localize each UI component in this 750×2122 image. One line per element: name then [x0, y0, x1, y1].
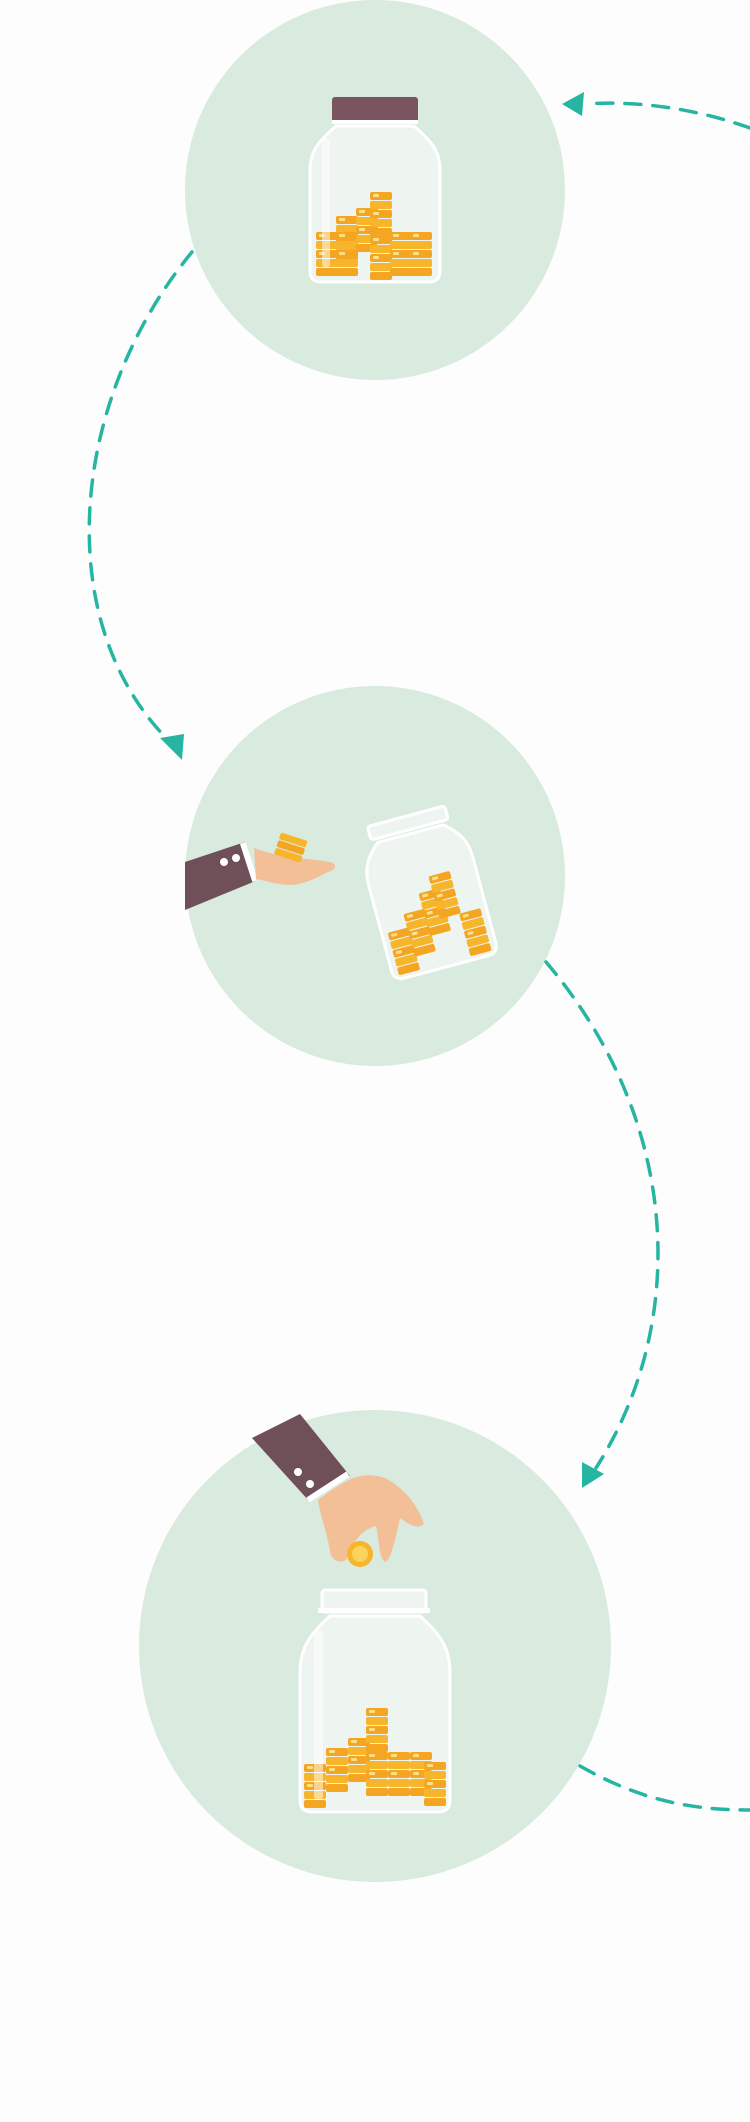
flow-arrows — [87, 101, 750, 1812]
arrow-step-2-to-step-3 — [544, 960, 660, 1470]
hand-dropping-coin-icon — [252, 1414, 424, 1567]
arrow-step-1-to-step-2 — [87, 250, 194, 742]
arrow-into-step-1 — [583, 101, 750, 130]
open-jar-icon — [298, 1588, 452, 1814]
arrowhead-step-1 — [562, 92, 584, 116]
hand-taking-coins-icon — [185, 832, 336, 910]
arrowhead-step-2 — [160, 734, 184, 760]
tilted-jar-icon — [365, 805, 498, 981]
arrowhead-step-3 — [582, 1462, 604, 1488]
arrow-out-of-step-3 — [578, 1764, 750, 1812]
jar-with-lid-icon — [308, 97, 442, 284]
